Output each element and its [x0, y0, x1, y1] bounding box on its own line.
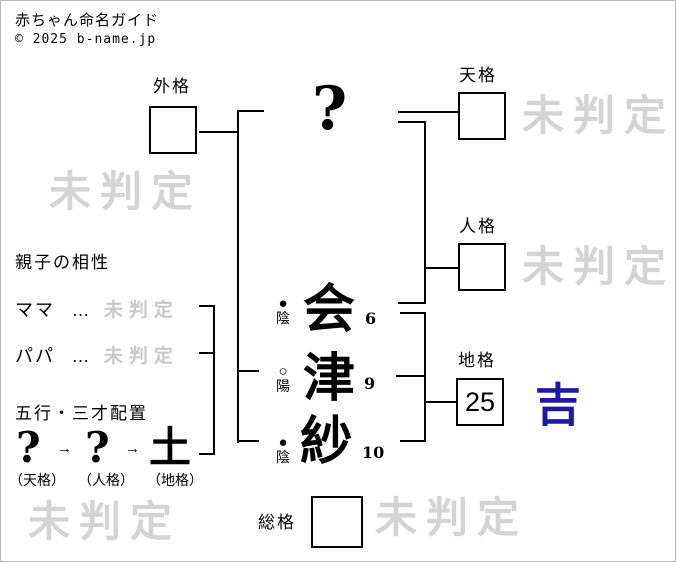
name-char-3: 紗 — [300, 411, 353, 472]
name-row-2: ○ 陽 津 9 — [271, 351, 391, 413]
connector-jinkaku-group — [424, 121, 426, 304]
gaikaku-status-watermark: 未判定 — [49, 167, 203, 216]
yin-symbol: ● — [278, 434, 288, 451]
name-char-2: 津 — [303, 348, 356, 409]
connector-tsu-to-chikaku — [396, 375, 426, 377]
gogyo-kaku-label-jinkaku: （人格） — [78, 472, 134, 488]
yang-label: 陽 — [276, 378, 290, 394]
yang-symbol: ○ — [278, 363, 288, 380]
bracket-compatibility — [213, 305, 215, 455]
sansai-status-watermark: 未判定 — [28, 497, 182, 546]
stroke-count-3: 10 — [362, 443, 385, 462]
page-title: 赤ちゃん命名ガイド — [15, 12, 160, 29]
gogyo-heading: 五行・三才配置 — [15, 404, 148, 423]
copyright-text: © 2025 b-name.jp — [15, 32, 157, 47]
bracket-tick-papa — [199, 352, 215, 354]
gogyo-kaku-label-chikaku: （地格） — [147, 472, 203, 488]
stroke-count-1: 6 — [365, 309, 377, 328]
chikaku-value: 25 — [464, 386, 496, 417]
yin-symbol: ● — [278, 295, 288, 312]
gogyo-arrow-2: → — [125, 440, 140, 457]
bracket-tick-gogyo — [199, 453, 215, 455]
mama-dots: … — [71, 300, 90, 320]
yin-label: 陰 — [276, 310, 290, 326]
connector-sa-to-chikaku — [400, 440, 426, 442]
jinkaku-label: 人格 — [459, 217, 497, 236]
gogyo-element-jinkaku: ? — [85, 423, 110, 472]
gogyo-element-chikaku: 土 — [149, 423, 192, 472]
gogyo-element-tenkaku: ? — [16, 423, 41, 472]
name-char-1: 会 — [303, 279, 356, 340]
mama-label: ママ — [15, 300, 55, 320]
gogyo-kaku-label-tenkaku: （天格） — [9, 472, 65, 488]
compatibility-row-mama: ママ … 未判定 — [15, 295, 179, 322]
connector-chikaku-box — [424, 401, 456, 403]
tenkaku-box — [458, 92, 506, 140]
stroke-count-2: 9 — [364, 374, 376, 393]
soukaku-label: 総格 — [258, 513, 296, 532]
connector-chikaku-group — [424, 312, 426, 442]
jinkaku-box — [458, 243, 506, 291]
chikaku-label: 地格 — [458, 351, 496, 370]
connector-gaikaku-to-tsu — [237, 370, 259, 372]
inyo-marker-2: ○ 陽 — [271, 364, 295, 393]
connector-gaikaku-to-sa — [237, 440, 259, 442]
connector-kai-to-chikaku — [400, 312, 426, 314]
bracket-tick-mama — [199, 305, 215, 307]
chikaku-status-kichi: 吉 — [535, 378, 581, 432]
connector-kai-to-jinkaku — [398, 302, 426, 304]
name-row-1: ● 陰 会 6 — [271, 284, 391, 346]
connector-gaikaku-to-surname — [237, 110, 264, 112]
papa-label: パパ — [15, 346, 55, 366]
inyo-marker-1: ● 陰 — [271, 296, 295, 325]
gaikaku-label: 外格 — [153, 77, 191, 96]
inyo-marker-3: ● 陰 — [271, 435, 295, 464]
soukaku-box — [311, 496, 363, 548]
compatibility-row-papa: パパ … 未判定 — [15, 341, 179, 368]
name-row-3: ● 陰 紗 10 — [271, 413, 391, 475]
papa-dots: … — [71, 346, 90, 366]
mama-status: 未判定 — [103, 299, 179, 321]
connector-surname-to-jinkaku — [398, 121, 426, 123]
gaikaku-box — [149, 106, 197, 154]
surname-placeholder: ? — [312, 74, 348, 144]
connector-jinkaku-box — [424, 267, 458, 269]
connector-gaikaku-box — [199, 131, 239, 133]
tenkaku-status-watermark: 未判定 — [522, 91, 676, 140]
connector-gaikaku-trunk — [237, 110, 239, 443]
connector-surname-to-tenkaku — [398, 111, 458, 113]
chikaku-box: 25 — [456, 378, 504, 426]
compatibility-heading: 親子の相性 — [15, 253, 110, 272]
soukaku-status-watermark: 未判定 — [375, 493, 529, 542]
papa-status: 未判定 — [103, 345, 179, 367]
gogyo-arrow-1: → — [57, 440, 72, 457]
tenkaku-label: 天格 — [459, 66, 497, 85]
yin-label: 陰 — [276, 449, 290, 465]
jinkaku-status-watermark: 未判定 — [522, 242, 676, 291]
